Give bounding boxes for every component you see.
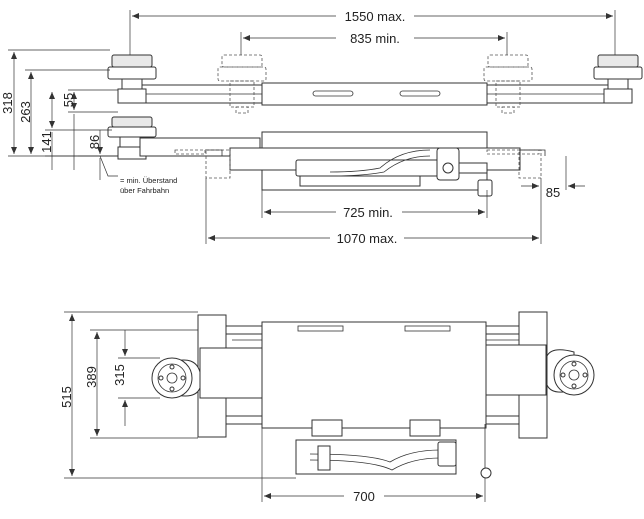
dim-700-label: 700 bbox=[353, 489, 375, 504]
pad-round-right bbox=[546, 349, 595, 396]
dim-1070-label: 1070 max. bbox=[337, 231, 398, 246]
dim-725-label: 725 min. bbox=[343, 205, 393, 220]
dim-835-label: 835 min. bbox=[350, 31, 400, 46]
side-view: 318 263 141 55 86 = min. Überstand über … bbox=[0, 9, 643, 246]
top-view: 515 389 315 700 bbox=[59, 311, 595, 504]
pump-base bbox=[299, 175, 421, 187]
foot-pedal bbox=[477, 179, 493, 197]
dim-263-label: 263 bbox=[18, 101, 33, 123]
bracket-left bbox=[311, 419, 343, 437]
dim-315-label: 315 bbox=[112, 364, 127, 386]
arm-left bbox=[199, 347, 263, 399]
pad-right-outer bbox=[593, 54, 643, 104]
note-line-2: über Fahrbahn bbox=[120, 186, 169, 195]
hydraulic-cylinder bbox=[295, 159, 443, 177]
main-body bbox=[261, 321, 487, 429]
handle-socket bbox=[458, 162, 488, 174]
pad-right-inner-min bbox=[483, 54, 533, 114]
dim-1550-label: 1550 max. bbox=[345, 9, 406, 24]
pad-left-inner-min bbox=[217, 54, 267, 114]
release-knob bbox=[480, 467, 492, 479]
dim-389-label: 389 bbox=[84, 366, 99, 388]
pad-round-left bbox=[151, 357, 201, 399]
dim-515-label: 515 bbox=[59, 386, 74, 408]
note-line-1: = min. Überstand bbox=[120, 176, 177, 185]
bracket-right bbox=[409, 419, 441, 437]
dim-141-label: 141 bbox=[39, 131, 54, 153]
dim-55-label: 55 bbox=[61, 93, 76, 107]
pad-left-outer bbox=[107, 54, 157, 104]
arm-right bbox=[485, 344, 547, 396]
upper-slide-block bbox=[261, 82, 488, 106]
dim-318-label: 318 bbox=[0, 92, 15, 114]
pad-left-lower bbox=[107, 116, 157, 160]
dim-85-label: 85 bbox=[546, 185, 560, 200]
dim-86-label: 86 bbox=[87, 135, 102, 149]
